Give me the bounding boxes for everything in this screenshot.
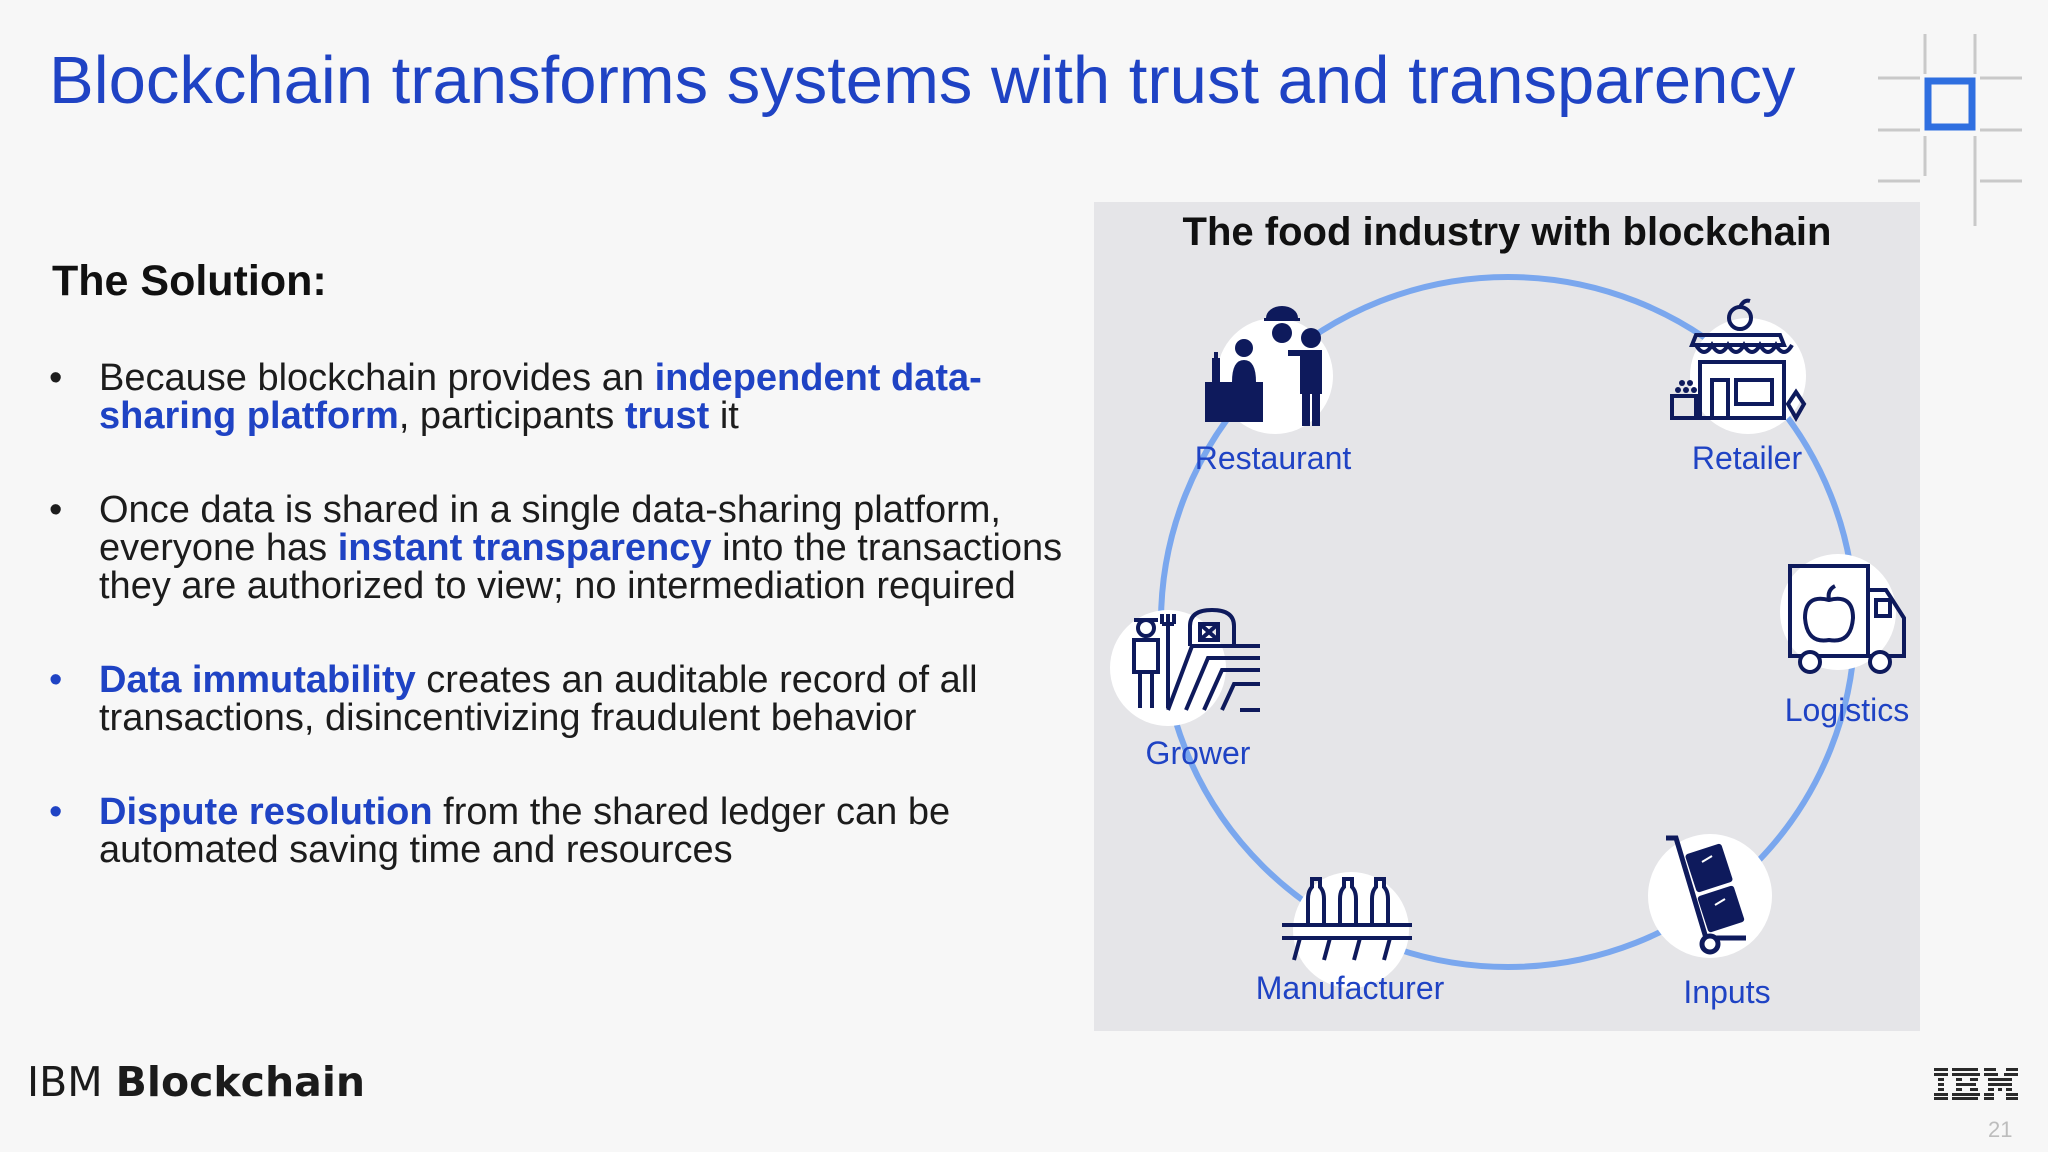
node-label-logistics: Logistics (1784, 692, 1910, 728)
bullet-highlight: instant transparency (337, 527, 712, 569)
node-label-manufacturer: Manufacturer (1255, 970, 1445, 1006)
hand-truck-icon (1648, 834, 1772, 958)
bullet-dot: • (49, 489, 63, 531)
bullet-item: • Once data is shared in a single data-s… (49, 491, 1099, 605)
bullet-text: from the shared ledger can be automated … (99, 791, 951, 871)
farmer-barn-icon (1110, 607, 1260, 726)
brand-wordmark: IBM Blockchain (27, 1058, 365, 1106)
solution-heading: The Solution: (52, 257, 327, 305)
bullet-text: it (709, 395, 739, 437)
brand-ibm: IBM (27, 1058, 103, 1106)
bullet-item: • Because blockchain provides an indepen… (49, 359, 1079, 435)
page-number: 21 (1988, 1117, 2013, 1142)
node-label-restaurant: Restaurant (1194, 440, 1352, 476)
storefront-icon (1670, 298, 1807, 434)
bullet-dot: • (49, 791, 63, 833)
brand-blockchain: Blockchain (115, 1058, 366, 1106)
bullet-dot: • (49, 357, 63, 399)
node-label-inputs: Inputs (1683, 974, 1771, 1010)
restaurant-waiter-icon (1205, 306, 1333, 434)
node-label-grower: Grower (1145, 735, 1251, 771)
bullet-item: • Dispute resolution from the shared led… (49, 793, 1089, 869)
bullet-highlight: trust (624, 395, 710, 437)
bullet-text: into the transactions they are authorize… (99, 527, 1063, 607)
bullet-dot: • (49, 659, 63, 701)
delivery-truck-icon (1780, 554, 1906, 674)
bullet-text: , participants (398, 395, 625, 437)
blockchain-square-icon (1878, 34, 2022, 226)
bullet-highlight: independent data-sharing platform (99, 357, 982, 437)
bullet-highlight: Dispute resolution (99, 791, 433, 833)
bullet-text: Because blockchain provides an (99, 357, 655, 399)
ibm-logo (1934, 1068, 2018, 1100)
bullet-text: creates an auditable record of all trans… (99, 659, 978, 739)
node-label-retailer: Retailer (1691, 440, 1803, 476)
bullet-text: Once data is shared in a single data-sha… (99, 489, 1001, 569)
bullet-highlight: Data immutability (99, 659, 416, 701)
diagram-title: The food industry with blockchain (1182, 210, 1832, 254)
slide-title: Blockchain transforms systems with trust… (49, 43, 1796, 118)
bullet-list: • Because blockchain provides an indepen… (49, 359, 1079, 925)
bullet-item: • Data immutability creates an auditable… (49, 661, 1099, 737)
bottling-line-icon (1282, 872, 1412, 988)
